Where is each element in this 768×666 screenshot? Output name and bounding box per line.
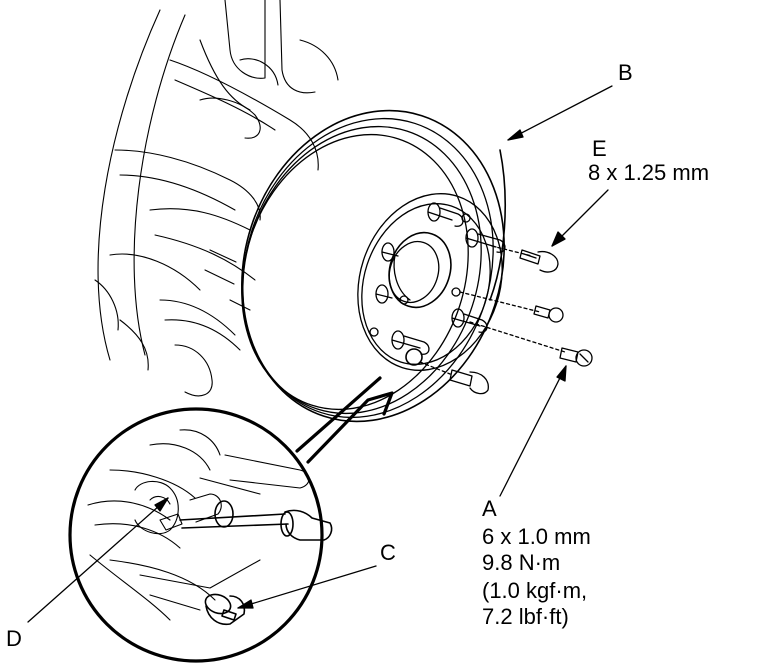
bolt-middle bbox=[533, 305, 564, 323]
label-a-spec-3: (1.0 kgf·m, bbox=[482, 578, 588, 603]
detail-interior bbox=[87, 429, 333, 621]
screw-hole bbox=[399, 295, 409, 305]
label-c: C bbox=[380, 540, 396, 565]
screwdriver bbox=[179, 509, 333, 541]
label-b: B bbox=[618, 60, 633, 85]
wheel-hub bbox=[357, 193, 506, 371]
label-e: E bbox=[592, 136, 607, 161]
label-d: D bbox=[6, 626, 22, 651]
access-hole bbox=[405, 348, 423, 366]
brake-disc bbox=[241, 109, 506, 423]
suspension-background bbox=[94, 0, 339, 397]
screw-hole bbox=[461, 213, 471, 223]
label-e-spec: 8 x 1.25 mm bbox=[588, 160, 710, 185]
plug-c bbox=[204, 593, 246, 626]
bolt-lower bbox=[449, 369, 489, 395]
detail-view bbox=[68, 376, 394, 663]
label-a-spec-4: 7.2 lbf·ft) bbox=[482, 604, 569, 629]
label-a-spec-1: 6 x 1.0 mm bbox=[482, 524, 591, 549]
screw-hole bbox=[369, 327, 379, 337]
bolt-e bbox=[519, 249, 559, 273]
label-a-spec-2: 9.8 N·m bbox=[482, 550, 561, 575]
leader-lines bbox=[27, 85, 613, 623]
hub-bolts bbox=[419, 245, 593, 395]
screw-hole bbox=[451, 287, 461, 297]
label-a: A bbox=[482, 496, 497, 521]
wheel-studs bbox=[375, 202, 506, 355]
bolt-a bbox=[559, 347, 593, 367]
